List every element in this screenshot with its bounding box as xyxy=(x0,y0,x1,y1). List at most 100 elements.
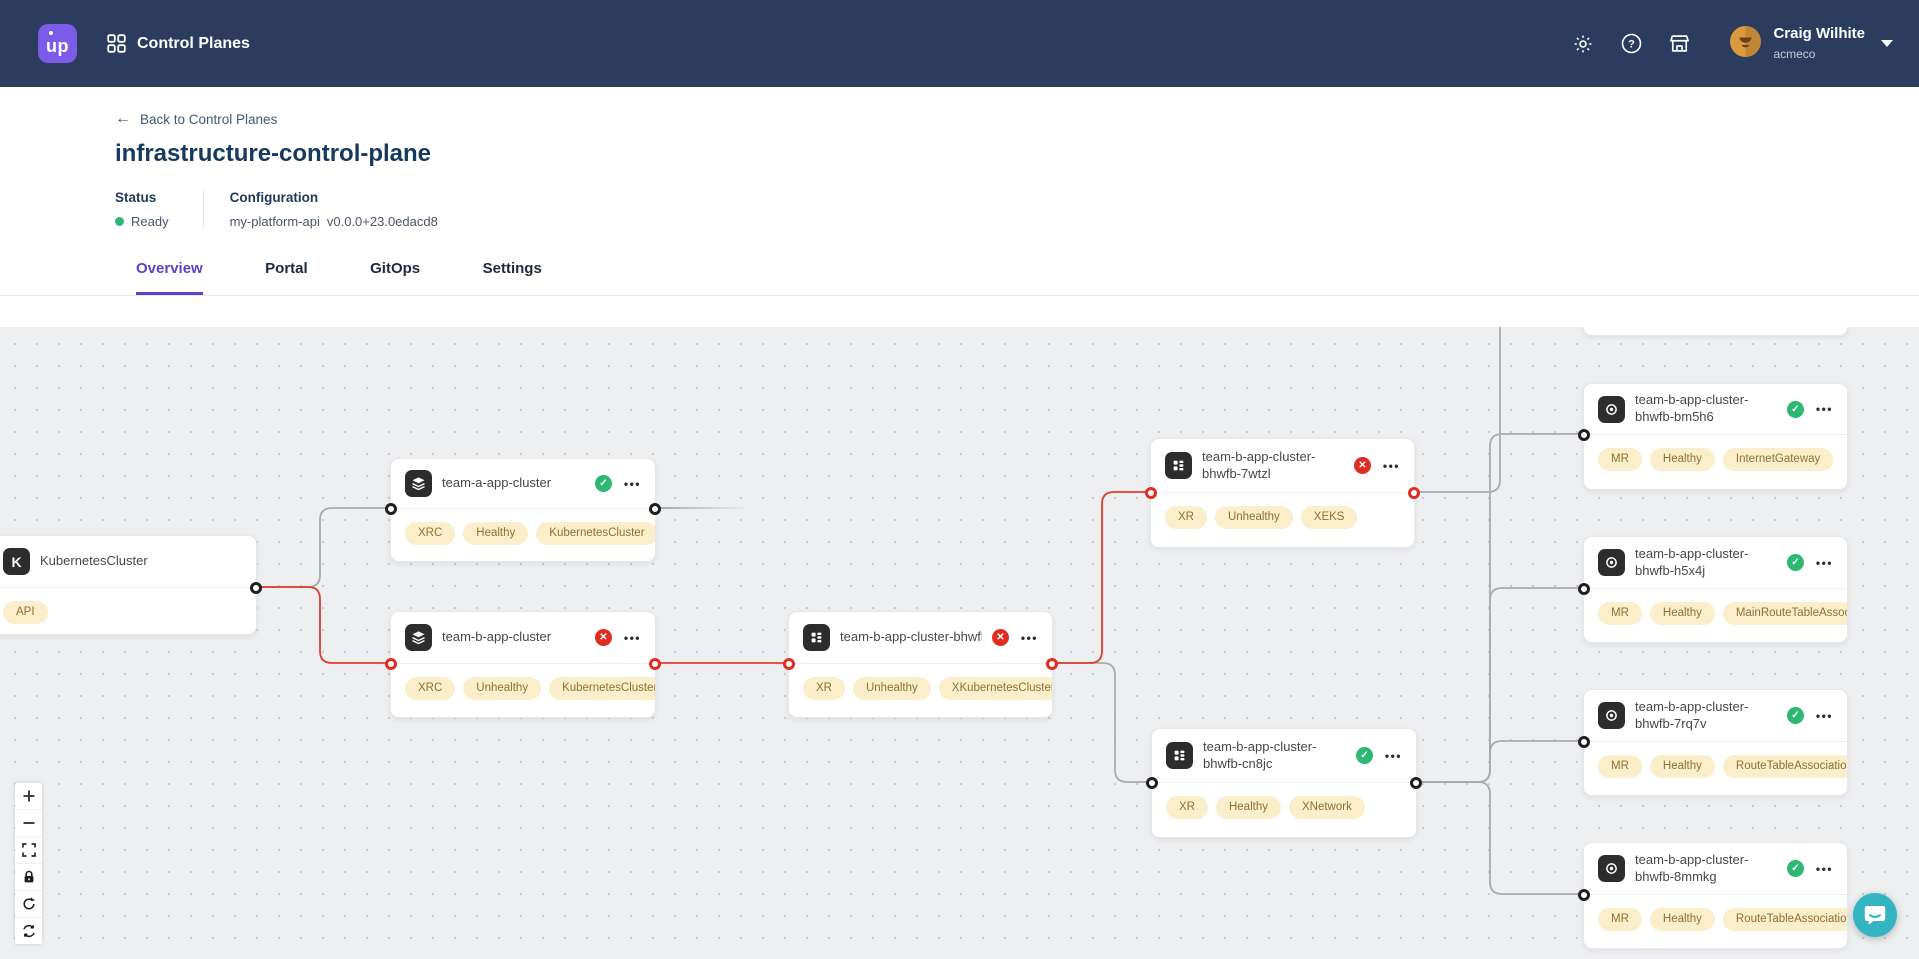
rotate-icon xyxy=(22,897,35,910)
more-options-icon[interactable]: ••• xyxy=(1815,861,1833,876)
badge: RouteTableAssociation xyxy=(1722,755,1847,778)
connection-handle[interactable] xyxy=(385,658,397,670)
more-options-icon[interactable]: ••• xyxy=(1384,748,1402,763)
node-title: team-b-app-cluster-bhwfb-8mmkg xyxy=(1635,851,1749,884)
user-org: acmeco xyxy=(1773,46,1816,61)
badge: Healthy xyxy=(1649,602,1715,625)
zoom-out-button[interactable] xyxy=(15,810,42,837)
avatar xyxy=(1730,25,1762,62)
graph-node-kubernetescluster[interactable]: K KubernetesCluster API xyxy=(0,535,262,635)
resource-icon xyxy=(1598,549,1625,576)
node-title: team-b-app-cluster-bhwfb-cn8jc xyxy=(1203,738,1317,771)
tab-settings[interactable]: Settings xyxy=(482,260,542,277)
arrow-left-icon: ← xyxy=(115,110,131,127)
resource-graph-canvas[interactable]: K KubernetesCluster API team-a-app-clust… xyxy=(0,327,1919,959)
connection-handle[interactable] xyxy=(649,658,661,670)
connection-handle[interactable] xyxy=(385,503,397,515)
marketplace-icon[interactable] xyxy=(1668,33,1690,55)
status-icon: ✕ xyxy=(1353,457,1371,474)
badge: API xyxy=(3,601,48,624)
node-title: KubernetesCluster xyxy=(40,553,148,569)
badge: XEKS xyxy=(1300,506,1358,529)
node-badges: MR Healthy RouteTableAssociation xyxy=(1584,895,1847,931)
connection-handle[interactable] xyxy=(1046,658,1058,670)
badge: Unhealthy xyxy=(852,677,931,700)
badge: Healthy xyxy=(1649,908,1715,931)
app-header: up Control Planes ? xyxy=(0,0,1919,87)
node-badges: MRHealthyMainRouteTableAssociation xyxy=(1584,589,1847,625)
connection-handle[interactable] xyxy=(1578,736,1590,748)
user-menu[interactable]: Craig Wilhite acmeco xyxy=(1730,24,1893,62)
badge: MR xyxy=(1598,908,1642,931)
status-icon: ✓ xyxy=(1786,707,1804,724)
upbound-logo[interactable]: up xyxy=(38,24,77,63)
resource-icon xyxy=(1165,452,1192,479)
user-name: Craig Wilhite xyxy=(1773,25,1865,43)
status-icon: ✓ xyxy=(1355,747,1373,764)
status-icon: ✓ xyxy=(594,475,612,492)
more-options-icon[interactable]: ••• xyxy=(623,476,641,491)
configuration-name: my-platform-api xyxy=(229,214,320,229)
badge: Unhealthy xyxy=(463,677,542,700)
resource-icon xyxy=(1598,855,1625,882)
badge: MR xyxy=(1598,755,1642,778)
resource-icon: K xyxy=(3,548,30,575)
graph-node-offscreen-top-node[interactable] xyxy=(1583,327,1848,336)
connection-handle[interactable] xyxy=(649,503,661,515)
connection-handle[interactable] xyxy=(1578,429,1590,441)
lock-button[interactable] xyxy=(15,864,42,891)
status-block: Status Ready xyxy=(115,190,169,229)
more-options-icon[interactable]: ••• xyxy=(1020,630,1038,645)
badge: Healthy xyxy=(463,522,529,545)
settings-icon[interactable] xyxy=(1572,33,1594,55)
connection-handle[interactable] xyxy=(1578,583,1590,595)
chat-bubble-icon xyxy=(1864,906,1886,925)
rotate-button[interactable] xyxy=(15,891,42,918)
more-options-icon[interactable]: ••• xyxy=(1382,458,1400,473)
more-options-icon[interactable]: ••• xyxy=(1815,555,1833,570)
connection-handle[interactable] xyxy=(1410,777,1422,789)
node-title: team-b-app-cluster-bhwfb-bm5h6 xyxy=(1635,392,1749,424)
connection-handle[interactable] xyxy=(1145,487,1157,499)
more-options-icon[interactable]: ••• xyxy=(623,630,641,645)
more-options-icon[interactable]: ••• xyxy=(1815,402,1833,416)
help-icon[interactable]: ? xyxy=(1620,33,1642,55)
badge: XKubernetesCluster xyxy=(938,677,1052,700)
badge: Healthy xyxy=(1215,796,1281,819)
tab-portal[interactable]: Portal xyxy=(265,260,308,277)
badge: RouteTableAssociation xyxy=(1722,908,1847,931)
node-title: team-b-app-cluster-bhwfb-h5x4j xyxy=(1635,545,1749,578)
configuration-version: v0.0.0+23.0edacd8 xyxy=(326,214,438,229)
tab-bar: Overview Portal GitOps Settings xyxy=(0,260,1919,296)
badge: XR xyxy=(803,677,845,700)
connection-handle[interactable] xyxy=(250,582,262,594)
fit-view-button[interactable] xyxy=(15,837,42,864)
tab-overview[interactable]: Overview xyxy=(136,260,203,295)
zoom-in-button[interactable] xyxy=(15,783,42,810)
connection-handle[interactable] xyxy=(1146,777,1158,789)
badge: KubernetesCluster xyxy=(549,677,655,700)
connection-handle[interactable] xyxy=(1578,889,1590,901)
more-options-icon[interactable]: ••• xyxy=(1815,708,1833,723)
back-link[interactable]: ← Back to Control Planes xyxy=(115,110,278,127)
resource-icon xyxy=(1598,395,1625,423)
refresh-button[interactable] xyxy=(15,918,42,944)
chevron-down-icon xyxy=(1881,40,1893,47)
tab-gitops[interactable]: GitOps xyxy=(370,260,421,277)
divider xyxy=(202,190,204,229)
chat-launcher-button[interactable] xyxy=(1853,893,1897,937)
apps-grid-icon[interactable] xyxy=(105,33,127,55)
connection-handle[interactable] xyxy=(1408,487,1420,499)
connection-handle[interactable] xyxy=(783,658,795,670)
